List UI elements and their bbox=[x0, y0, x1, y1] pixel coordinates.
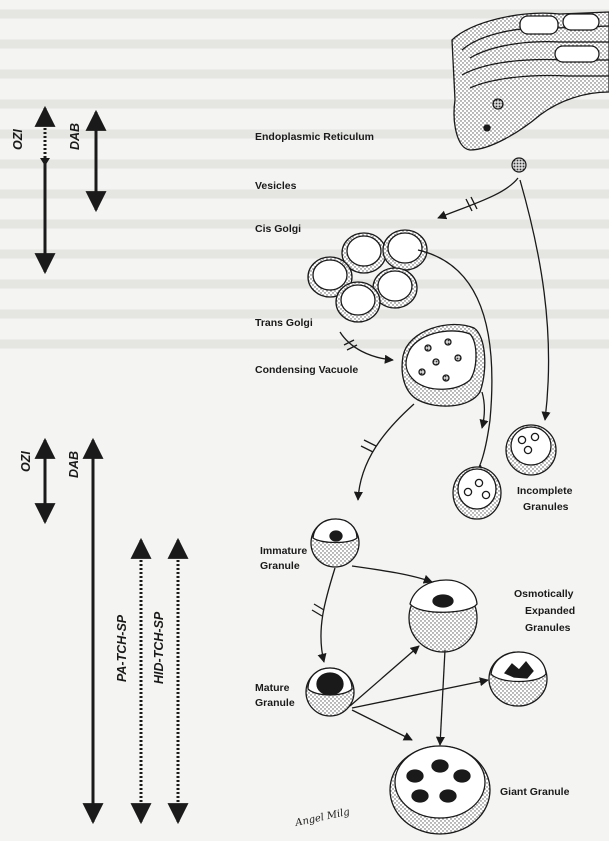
label-osmotically-expanded-line2: Expanded bbox=[525, 605, 575, 617]
arrow-vacuole-to-incomplete bbox=[482, 392, 484, 428]
label-incomplete-granules-line2: Granules bbox=[523, 501, 569, 513]
label-giant-granule: Giant Granule bbox=[500, 786, 570, 798]
label-osmotically-expanded-line1: Osmotically bbox=[514, 588, 574, 600]
incomplete-granule-1 bbox=[506, 425, 556, 475]
dab-top-label: DAB bbox=[68, 123, 82, 150]
label-mature-granule-line2: Granule bbox=[255, 697, 295, 709]
label-condensing-vacuole: Condensing Vacuole bbox=[255, 364, 358, 376]
vesicle bbox=[512, 158, 526, 172]
giant-granule bbox=[390, 746, 490, 834]
label-cis-golgi: Cis Golgi bbox=[255, 223, 301, 235]
ozi-top-label: OZI bbox=[11, 129, 25, 150]
endoplasmic-reticulum-drawing bbox=[452, 12, 609, 150]
ozi-bottom-label: OZI bbox=[19, 451, 33, 472]
immature-granule bbox=[311, 519, 359, 567]
pa-tch-sp-label: PA-TCH-SP bbox=[115, 614, 129, 682]
osmotically-expanded-granule-large bbox=[409, 580, 477, 652]
label-vesicles: Vesicles bbox=[255, 180, 297, 192]
osmotically-expanded-granule-small bbox=[489, 652, 547, 706]
label-osmotically-expanded-line3: Granules bbox=[525, 622, 571, 634]
label-endoplasmic-reticulum: Endoplasmic Reticulum bbox=[255, 131, 374, 143]
cis-golgi-cluster bbox=[308, 230, 427, 322]
label-trans-golgi: Trans Golgi bbox=[255, 317, 313, 329]
label-incomplete-granules-line1: Incomplete bbox=[517, 485, 573, 497]
label-mature-granule-line1: Mature bbox=[255, 682, 290, 694]
label-immature-granule-line1: Immature bbox=[260, 545, 307, 557]
marker-group-bottom: OZI DAB PA-TCH-SP HID-TCH-SP bbox=[19, 440, 178, 822]
arrows-mature-granule bbox=[350, 646, 488, 745]
arrow-vacuole-to-immature-granule bbox=[358, 404, 414, 500]
incomplete-granule-2 bbox=[453, 467, 501, 519]
artist-signature: Angel Milg bbox=[293, 807, 350, 829]
label-immature-granule-line2: Granule bbox=[260, 560, 300, 572]
hid-tch-sp-label: HID-TCH-SP bbox=[152, 611, 166, 684]
mature-granule bbox=[306, 668, 354, 716]
dab-bottom-label: DAB bbox=[67, 451, 81, 478]
condensing-vacuole bbox=[402, 324, 485, 406]
